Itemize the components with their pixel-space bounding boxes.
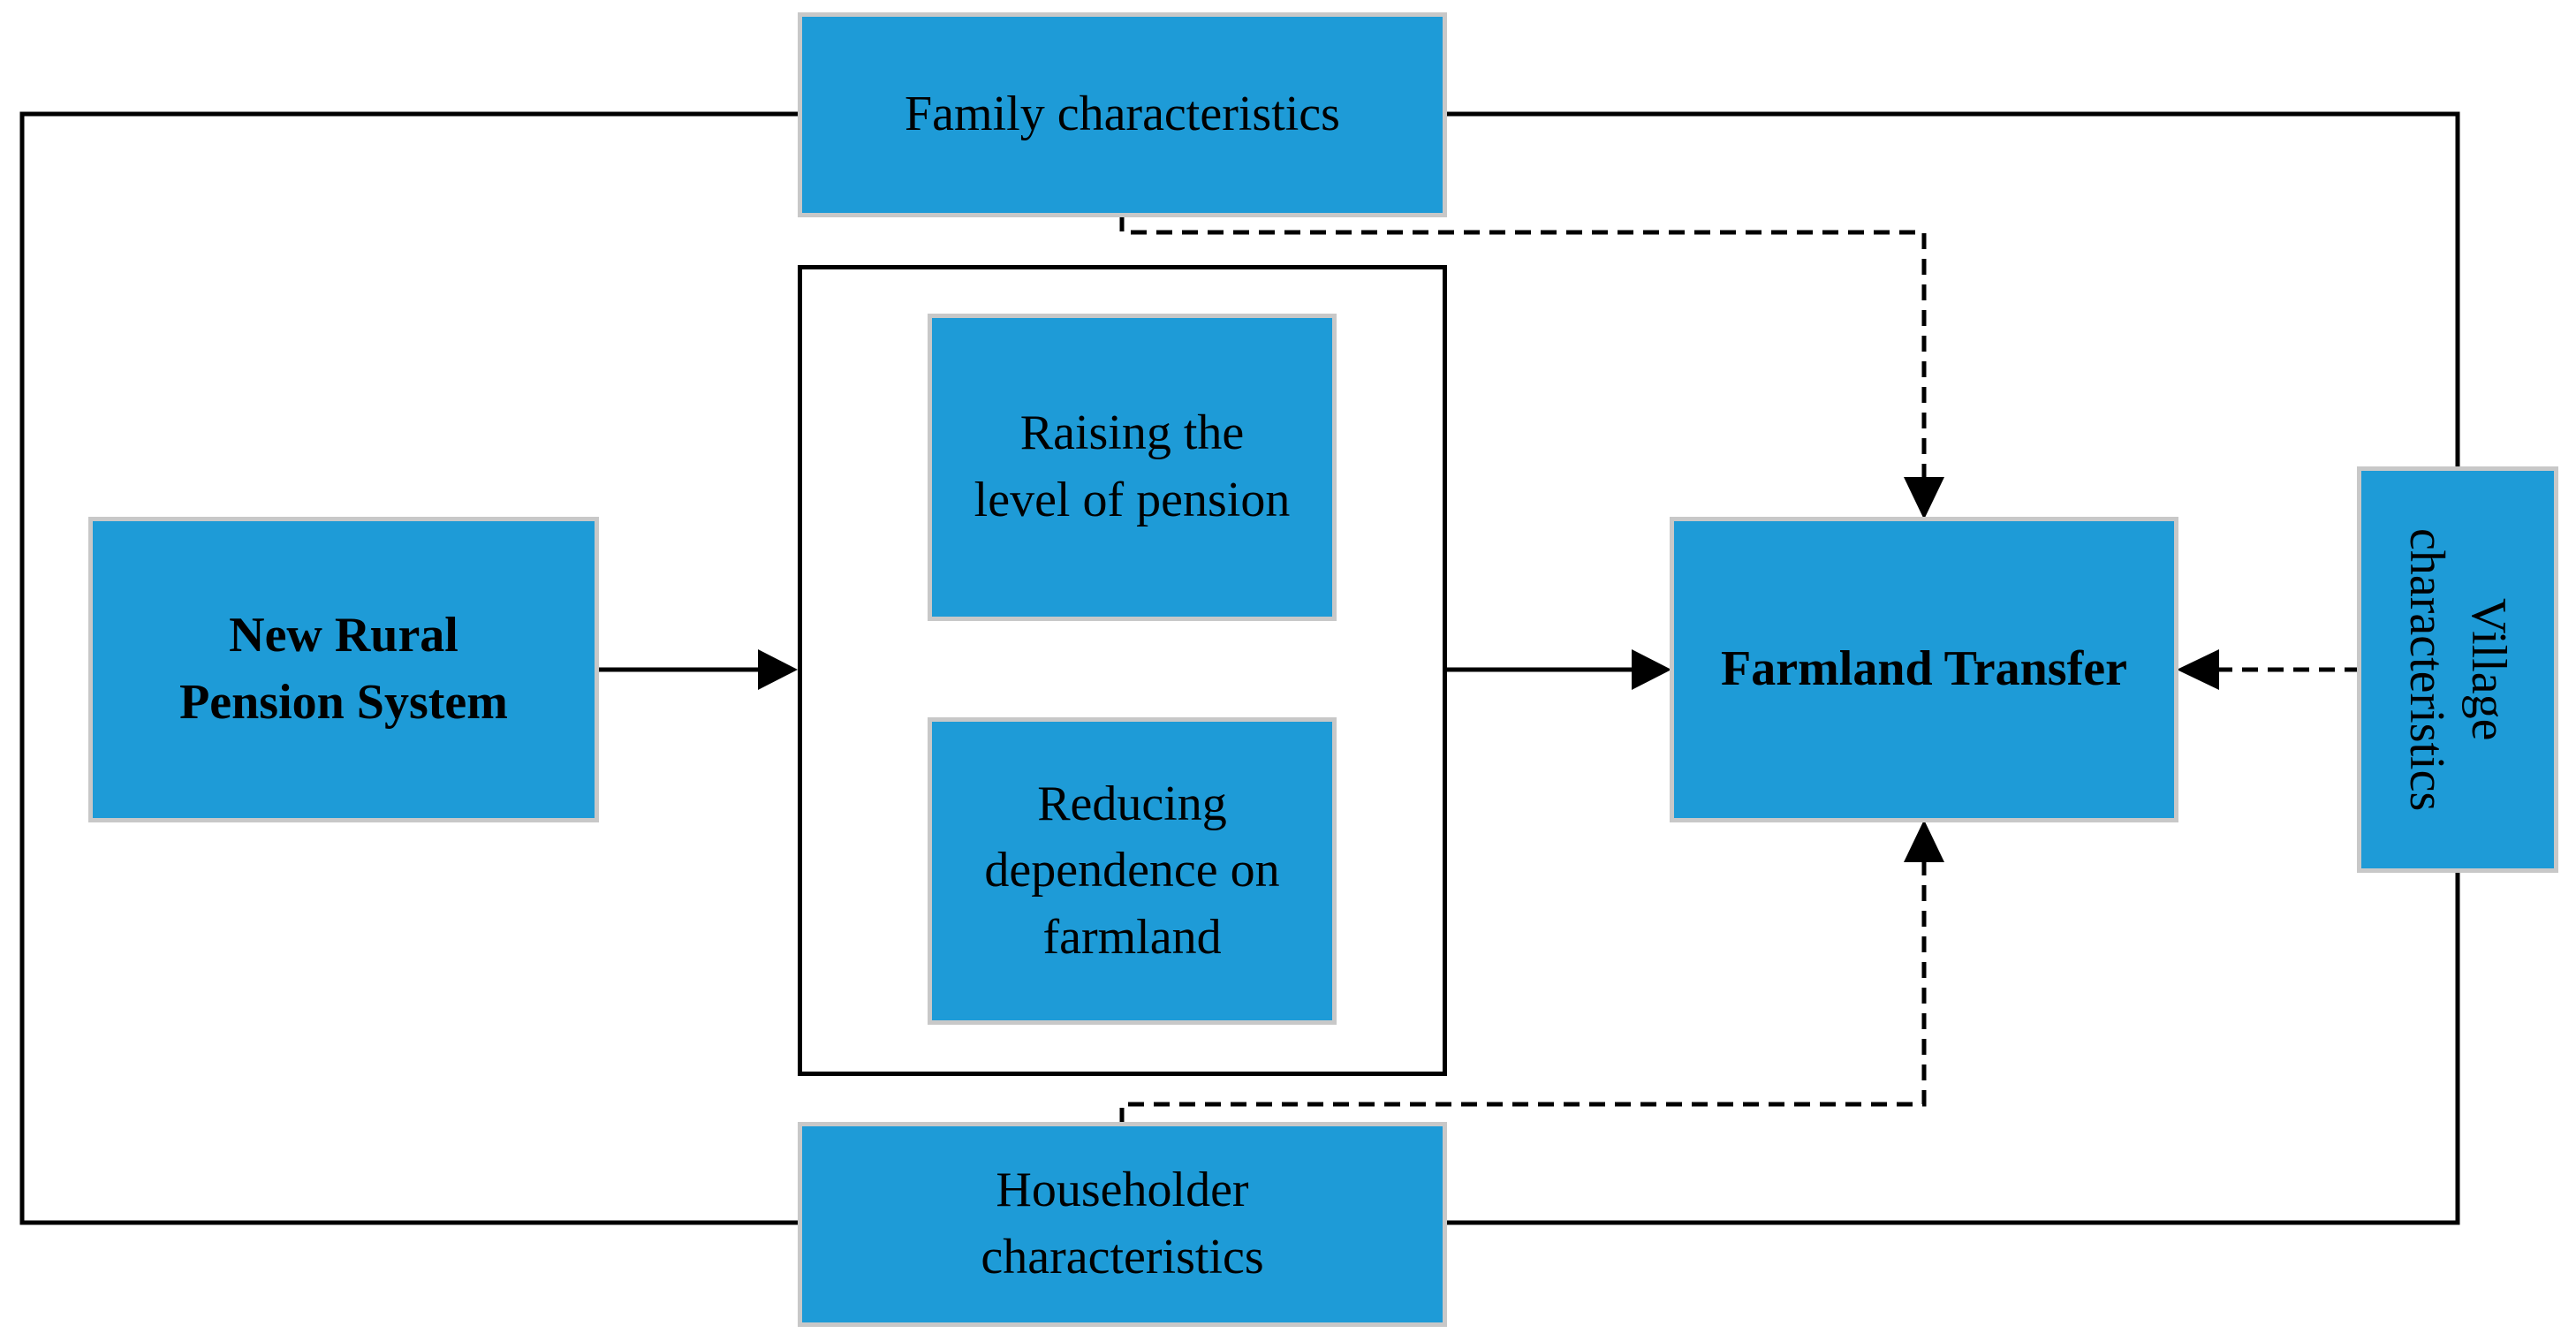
reducing-dependence-label-line1: Reducing bbox=[1037, 776, 1227, 831]
mechanism-frame bbox=[798, 265, 1447, 1076]
outer-control-line bbox=[19, 111, 799, 1225]
pension-system-label-line2: Pension System bbox=[179, 675, 508, 730]
arrowhead-farmland-top bbox=[1904, 477, 1944, 519]
pension-system-box: New Rural Pension System bbox=[88, 517, 599, 822]
farmland-transfer-box: Farmland Transfer bbox=[1670, 517, 2178, 822]
village-characteristics-label-line1: Village bbox=[2461, 598, 2516, 741]
outer-control-line-right bbox=[1442, 111, 2460, 470]
householder-characteristics-label-line1: Householder bbox=[996, 1163, 1249, 1218]
reducing-dependence-box: Reducing dependence on farmland bbox=[928, 717, 1337, 1025]
arrowhead-farmland-left bbox=[1632, 649, 1671, 690]
reducing-dependence-label-line3: farmland bbox=[1042, 909, 1222, 965]
arrowhead-farmland-right bbox=[2177, 649, 2219, 690]
farmland-transfer-label: Farmland Transfer bbox=[1721, 641, 2127, 697]
raising-pension-box: Raising the level of pension bbox=[928, 314, 1337, 621]
village-characteristics-label-line2: characteristics bbox=[2399, 527, 2454, 812]
arrowhead-mechanism bbox=[758, 649, 798, 690]
family-characteristics-box: Family characteristics bbox=[798, 12, 1447, 217]
reducing-dependence-label-line2: dependence on bbox=[984, 843, 1280, 898]
pension-system-label-line1: New Rural bbox=[229, 608, 458, 663]
arrowhead-farmland-bottom bbox=[1904, 820, 1944, 862]
raising-pension-label-line1: Raising the bbox=[1019, 405, 1245, 461]
village-characteristics-box: Village characteristics bbox=[2357, 466, 2558, 873]
raising-pension-label-line2: level of pension bbox=[974, 473, 1291, 527]
family-characteristics-label: Family characteristics bbox=[905, 87, 1340, 142]
householder-characteristics-label-line2: characteristics bbox=[981, 1230, 1264, 1284]
dashed-householder-to-farmland bbox=[1119, 859, 1927, 1124]
outer-control-line-right-bottom bbox=[1442, 868, 2460, 1225]
householder-characteristics-box: Householder characteristics bbox=[798, 1122, 1447, 1327]
dashed-family-to-farmland bbox=[1119, 216, 1927, 481]
